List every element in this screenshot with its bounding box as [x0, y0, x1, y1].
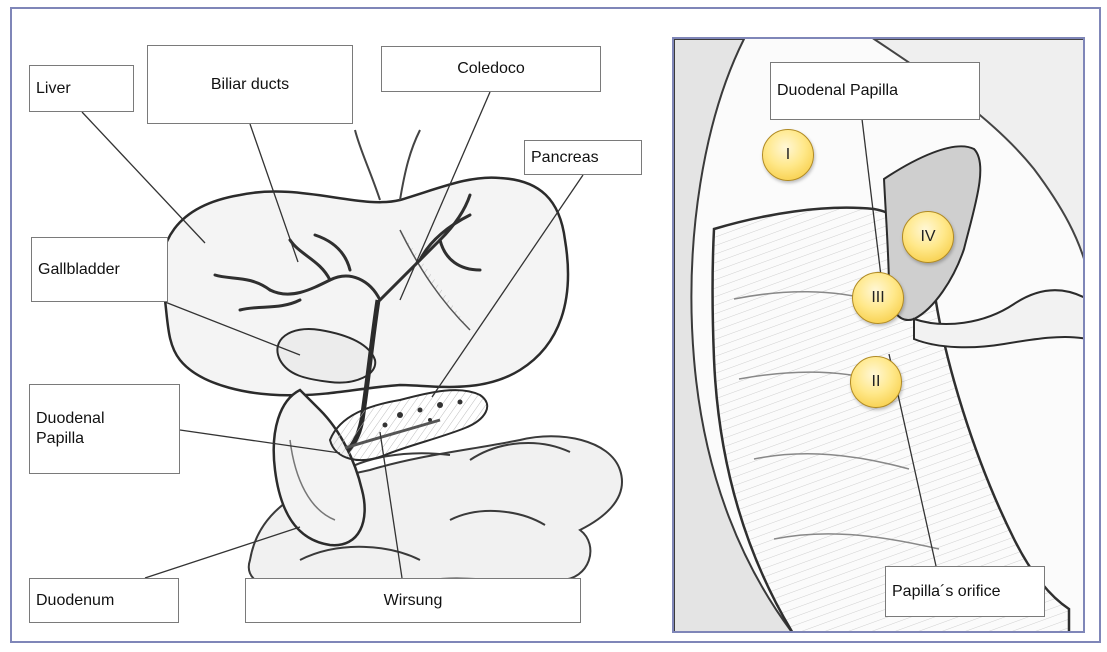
marker-ii: II — [850, 356, 902, 408]
papilla-detail-panel: Duodenal Papilla Papilla´s orifice I IV … — [672, 37, 1085, 633]
label-biliar-ducts: Biliar ducts — [147, 45, 353, 124]
label-pancreas: Pancreas — [524, 140, 642, 175]
label-liver: Liver — [29, 65, 134, 112]
label-duodenum: Duodenum — [29, 578, 179, 623]
label-gallbladder: Gallbladder — [31, 237, 168, 302]
papilla-illustration — [674, 39, 1085, 633]
marker-i: I — [762, 129, 814, 181]
marker-iv: IV — [902, 211, 954, 263]
label-duodenal-papilla: Duodenal Papilla — [29, 384, 180, 474]
label-papilla-orifice: Papilla´s orifice — [885, 566, 1045, 617]
label-coledoco: Coledoco — [381, 46, 601, 92]
marker-iii: III — [852, 272, 904, 324]
label-wirsung: Wirsung — [245, 578, 581, 623]
label-duodenal-papilla-detail: Duodenal Papilla — [770, 62, 980, 120]
